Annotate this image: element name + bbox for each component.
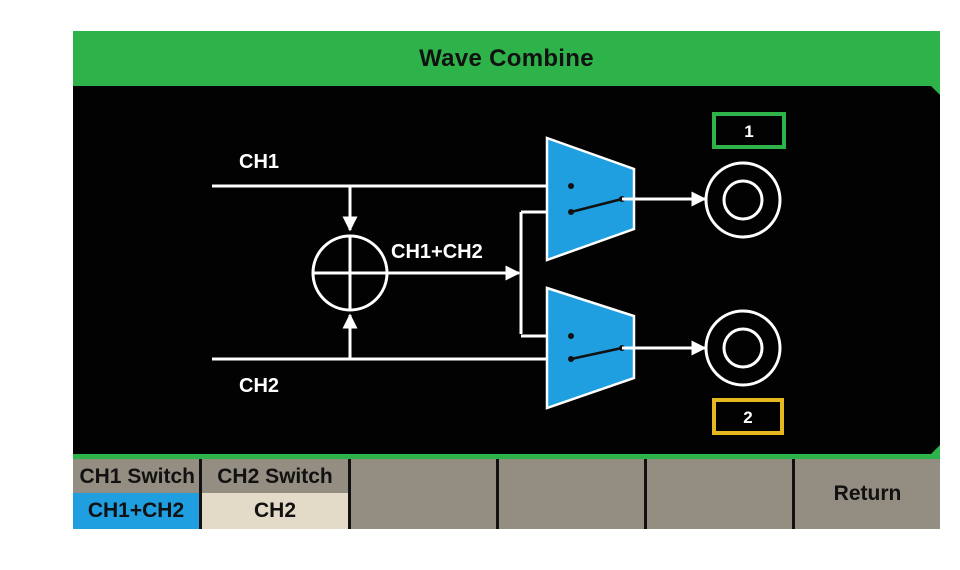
divider <box>73 454 940 459</box>
return-label: Return <box>833 482 902 505</box>
diagram-display: CH1 CH2 CH1+CH2 <box>73 86 940 454</box>
ch1-switch-value: CH1+CH2 <box>73 493 199 529</box>
mux-2-icon <box>545 286 636 410</box>
softkey-5-label <box>647 459 792 529</box>
title-bar: Wave Combine <box>73 31 940 86</box>
softkey-4[interactable] <box>499 459 647 529</box>
output-2-badge <box>712 398 784 435</box>
ch2-switch-value: CH2 <box>202 493 348 529</box>
softkey-3[interactable] <box>351 459 499 529</box>
wave-combine-screen: Wave Combine CH1 CH2 CH1+CH2 <box>73 31 940 529</box>
adder-icon <box>311 234 389 312</box>
softkey-3-label <box>351 459 496 529</box>
display-corner-bottom <box>931 445 940 454</box>
softkey-4-label <box>499 459 644 529</box>
ch2-switch-label: CH2 Switch <box>217 465 333 488</box>
mux-1-icon <box>545 136 636 262</box>
ch1-switch-softkey[interactable]: CH1 Switch CH1+CH2 <box>73 459 202 529</box>
softkey-bar: CH1 Switch CH1+CH2 CH2 Switch CH2 Return <box>73 459 940 529</box>
wave-combine-diagram: CH1 CH2 CH1+CH2 <box>212 112 786 435</box>
ch1-label: CH1 <box>239 151 279 173</box>
ch2-switch-softkey[interactable]: CH2 Switch CH2 <box>202 459 351 529</box>
output-2-connector-icon <box>704 309 782 387</box>
ch2-label: CH2 <box>239 375 279 397</box>
sum-label: CH1+CH2 <box>391 241 483 263</box>
softkey-5[interactable] <box>647 459 795 529</box>
display-corner-top <box>931 86 940 95</box>
return-softkey[interactable]: Return <box>795 459 940 529</box>
ch1-switch-label: CH1 Switch <box>79 465 195 488</box>
output-1-badge <box>712 112 786 149</box>
output-1-connector-icon <box>704 161 782 239</box>
page-title: Wave Combine <box>419 44 594 72</box>
output-1-label: 1 <box>744 122 753 141</box>
output-2-label: 2 <box>743 408 752 427</box>
